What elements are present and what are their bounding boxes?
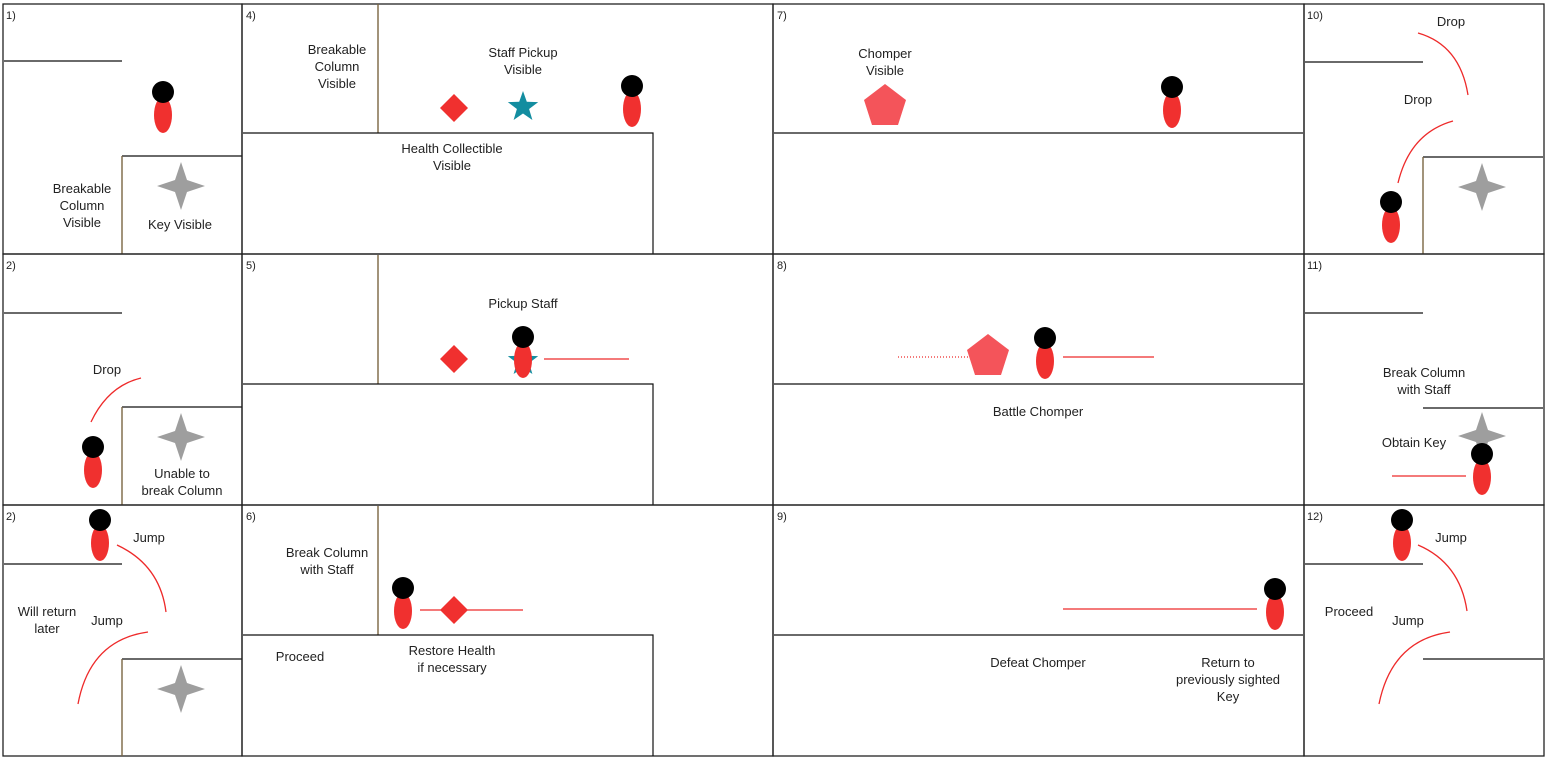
panel-12: 12) Jump Jump Proceed (1303, 504, 1545, 757)
jump-arrow (1378, 631, 1451, 705)
drop-label: Drop (93, 362, 121, 377)
drop-arrow (1397, 120, 1454, 184)
drop-label: Drop (1437, 14, 1465, 29)
panel-frame (1303, 504, 1545, 757)
drop-arrow (90, 377, 142, 423)
health-diamond-icon (440, 596, 468, 624)
panel-number: 8) (777, 260, 787, 272)
floor (243, 634, 654, 756)
panel-number: 2) (6, 511, 16, 523)
panel-number: 4) (246, 10, 256, 22)
panel-number: 1) (6, 10, 16, 22)
panel-8: 8) Battle Chomper (772, 253, 1305, 506)
key-label: Key Visible (148, 217, 212, 232)
proceed-label: Proceed (276, 649, 324, 664)
player-icon (82, 436, 104, 488)
panel-frame (241, 253, 774, 506)
player-icon (1264, 578, 1286, 630)
player-icon (1161, 76, 1183, 128)
chomper-pentagon-icon (864, 84, 906, 125)
health-diamond-icon (440, 345, 468, 373)
key-icon (157, 413, 205, 461)
panel-10: 10) Drop Drop (1303, 3, 1545, 255)
jump-arrow (1417, 544, 1468, 612)
jump-arrow (116, 544, 167, 613)
panel-number: 11) (1307, 260, 1322, 272)
floor (243, 132, 654, 254)
jump-arrow (77, 631, 149, 705)
obtain-label: Obtain Key (1382, 435, 1447, 450)
panel-number: 12) (1307, 511, 1323, 523)
player-icon (1380, 191, 1402, 243)
panel-frame (241, 504, 774, 757)
player-icon (621, 75, 643, 127)
key-icon (157, 162, 205, 210)
panel-number: 6) (246, 511, 256, 523)
panel-frame (772, 3, 1305, 255)
drop-label: Drop (1404, 92, 1432, 107)
player-icon (392, 577, 414, 629)
defeat-label: Defeat Chomper (990, 655, 1086, 670)
jump-label: Jump (1435, 530, 1467, 545)
panel-number: 9) (777, 511, 787, 523)
jump-label: Jump (133, 530, 165, 545)
staff-star-icon (507, 91, 539, 120)
panel-frame (772, 253, 1305, 506)
key-icon (157, 665, 205, 713)
floor (243, 383, 654, 505)
chomper-pentagon-icon (967, 334, 1009, 375)
health-diamond-icon (440, 94, 468, 122)
pickup-label: Pickup Staff (488, 296, 558, 311)
panel-number: 7) (777, 10, 787, 22)
jump-label: Jump (1392, 613, 1424, 628)
panel-number: 5) (246, 260, 256, 272)
panel-number: 10) (1307, 10, 1323, 22)
panel-frame (1303, 3, 1545, 255)
panel-frame (772, 504, 1305, 757)
player-icon (1471, 443, 1493, 495)
player-icon (1034, 327, 1056, 379)
jump-label: Jump (91, 613, 123, 628)
drop-arrow (1417, 32, 1469, 96)
player-icon (1391, 509, 1413, 561)
proceed-label: Proceed (1325, 604, 1373, 619)
player-icon (89, 509, 111, 561)
player-icon (152, 81, 174, 133)
panel-number: 2) (6, 260, 16, 272)
panel-5: 5) Pickup Staff (241, 253, 774, 506)
key-icon (1458, 163, 1506, 211)
battle-label: Battle Chomper (993, 404, 1084, 419)
